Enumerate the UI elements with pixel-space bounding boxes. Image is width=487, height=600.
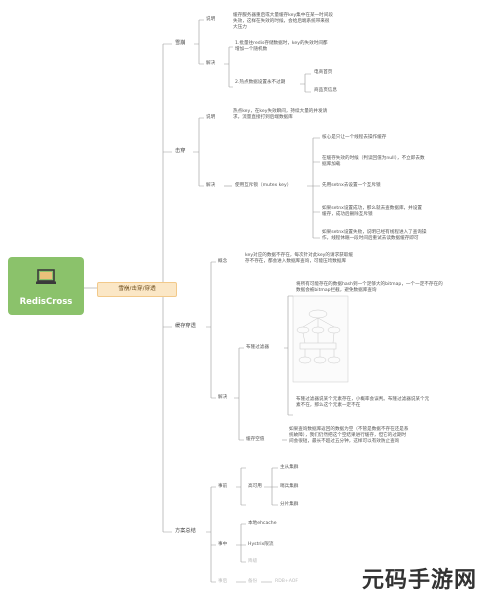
breakdown-step-3: 先用setnx去设置一个互斥锁 xyxy=(322,183,381,188)
plan-ha-label: 高可用 xyxy=(248,484,262,489)
plan-ha-2: 哨兵集群 xyxy=(280,484,299,489)
avalanche-solution-2: 2.热点数据设置永不过期 xyxy=(235,80,286,85)
node-plan[interactable]: 方案总结 xyxy=(175,528,196,534)
breakdown-step-2: 在缓存失效的时候（判读回值为null），不立即去数据库加载 xyxy=(322,156,425,168)
plan-ha-1: 主从集群 xyxy=(280,465,299,470)
plan-after-2: RDB+AOF xyxy=(275,579,299,584)
avalanche-solve-label: 解决 xyxy=(206,61,216,66)
branch-node[interactable]: 雪崩/击穿/穿透 xyxy=(97,282,177,297)
bloom-filter-desc-1: 将所有可能存在的数据hash到一个足够大的bitmap，一个一定不存在的数据会被… xyxy=(296,282,443,294)
root-node[interactable]: RedisCross xyxy=(8,257,84,315)
avalanche-hot-2: 商品页信息 xyxy=(314,88,337,93)
empty-cache-label: 缓存空值 xyxy=(246,437,265,442)
penetration-concept: key对应的数据不存在，每次针对此key的请求获取缓存不存在，都会进入数据库查询… xyxy=(245,253,353,265)
empty-cache-desc: 如果查询数据库返回的数据为空（不管是数据不存在还是系统故障），我们仍然把这个空结… xyxy=(289,427,409,445)
node-breakdown[interactable]: 击穿 xyxy=(175,148,186,154)
plan-after-1: 备份 xyxy=(248,579,258,584)
breakdown-step-5: 如果setnx设置失败，说明已经有线程进入了查询操作，线程休眠一段时间后重试去读… xyxy=(322,230,427,242)
bloom-filter-label: 布隆过滤器 xyxy=(246,345,269,350)
penetration-solve-label: 解决 xyxy=(218,395,228,400)
watermark-logo: 元码手游网 xyxy=(362,568,478,593)
bloom-filter-desc-2: 布隆过滤器说某个元素存在，小概率会误判。布隆过滤器说某个元素不在，那么这个元素一… xyxy=(296,397,430,409)
breakdown-desc: 热点key，在key失效瞬间，持续大量的并发请求，流量直接打到后端数据库 xyxy=(233,109,328,121)
bloom-filter-thumbnail xyxy=(292,295,349,383)
plan-after-label: 事后 xyxy=(218,579,228,584)
plan-ha-3: 分片集群 xyxy=(280,502,299,507)
avalanche-hot-1: 电商首页 xyxy=(314,70,333,75)
plan-during-2: Hystrix限流 xyxy=(248,542,274,547)
avalanche-desc: 缓存服务器重启或大量缓存key集中在某一时间段失效，这样在失效的时候，会给后端系… xyxy=(233,13,333,31)
breakdown-step-1: 核心是只让一个线程去操作缓存 xyxy=(322,135,387,140)
plan-before-label: 事前 xyxy=(218,484,228,489)
plan-during-label: 事中 xyxy=(218,542,228,547)
breakdown-step-4: 如果setnx设置成功，那么就去查数据库，并设置缓存，成功后删除互斥锁 xyxy=(322,206,422,218)
node-avalanche[interactable]: 雪崩 xyxy=(175,40,186,46)
avalanche-solution-1: 1.批量往redis存储数据时，key的失效时间都增加一个随机数 xyxy=(235,41,328,53)
breakdown-desc-label: 说明 xyxy=(206,115,216,120)
breakdown-method: 使用互斥锁（mutex key） xyxy=(235,183,292,188)
avalanche-desc-label: 说明 xyxy=(206,17,216,22)
plan-during-3: 降级 xyxy=(248,559,258,564)
breakdown-solve-label: 解决 xyxy=(206,183,216,188)
penetration-concept-label: 概念 xyxy=(218,259,228,264)
node-penetration[interactable]: 缓存穿透 xyxy=(175,323,196,329)
plan-during-1: 本地ehcache xyxy=(248,521,277,526)
root-label: RedisCross xyxy=(19,297,73,307)
laptop-icon xyxy=(36,269,56,284)
